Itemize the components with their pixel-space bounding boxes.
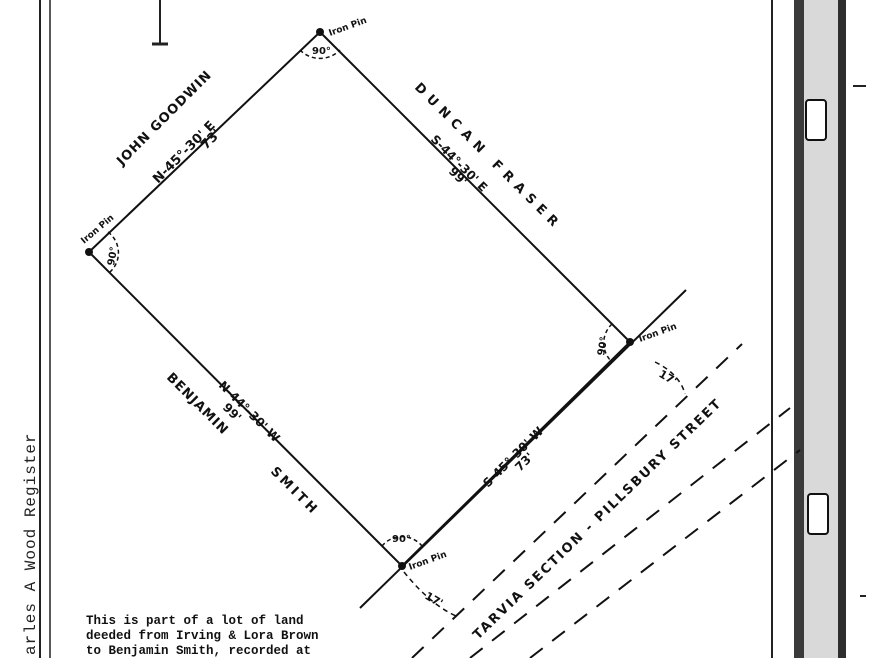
binding-rivet-top (805, 99, 827, 141)
binding-rivet-bottom (807, 493, 829, 535)
register-stamp: arles A Wood Register (22, 432, 40, 655)
angle-arc-west (107, 231, 120, 273)
offset-dimension-east (654, 361, 686, 395)
caption-line-3: to Benjamin Smith, recorded at (86, 644, 312, 658)
street-line-2 (411, 343, 743, 658)
owner-label-west-2: SMITH (267, 464, 321, 518)
corner-label-west: Iron Pin (80, 213, 117, 246)
corner-label-east: Iron Pin (638, 322, 679, 345)
corner-pin-west (85, 248, 93, 256)
caption: This is part of a lot of land deeded fro… (86, 614, 319, 659)
offset-label-east: 17' (657, 367, 680, 388)
binding-edge-left (794, 0, 804, 658)
angle-label-east: 90° (596, 336, 610, 357)
bearing-label-south: S-45°-30'-W (480, 424, 546, 490)
corner-pin-east (626, 338, 634, 346)
owner-label-west-1: BENJAMIN (163, 370, 231, 438)
angle-arc-south (381, 535, 423, 547)
owner-label-east: DUNCAN FRASER (411, 80, 565, 234)
offset-dimension-south (403, 571, 457, 617)
corner-pin-north (316, 28, 324, 36)
corner-label-north: Iron Pin (328, 16, 369, 39)
street-line-4 (529, 449, 801, 658)
street-line-3 (469, 407, 791, 658)
offset-label-south: 17' (423, 589, 446, 610)
caption-line-2: deeded from Irving & Lora Brown (86, 629, 319, 643)
owner-label-north: JOHN GOODWIN (114, 68, 216, 170)
angle-arc-east (603, 323, 613, 363)
angle-label-north: 90° (312, 46, 331, 57)
corner-pin-south (398, 562, 406, 570)
angle-label-west: 90° (106, 246, 120, 267)
angle-arc-north (299, 49, 341, 60)
caption-line-1: This is part of a lot of land (86, 614, 304, 628)
angle-label-south: 90° (392, 534, 411, 545)
binding-edge-right (838, 0, 846, 658)
